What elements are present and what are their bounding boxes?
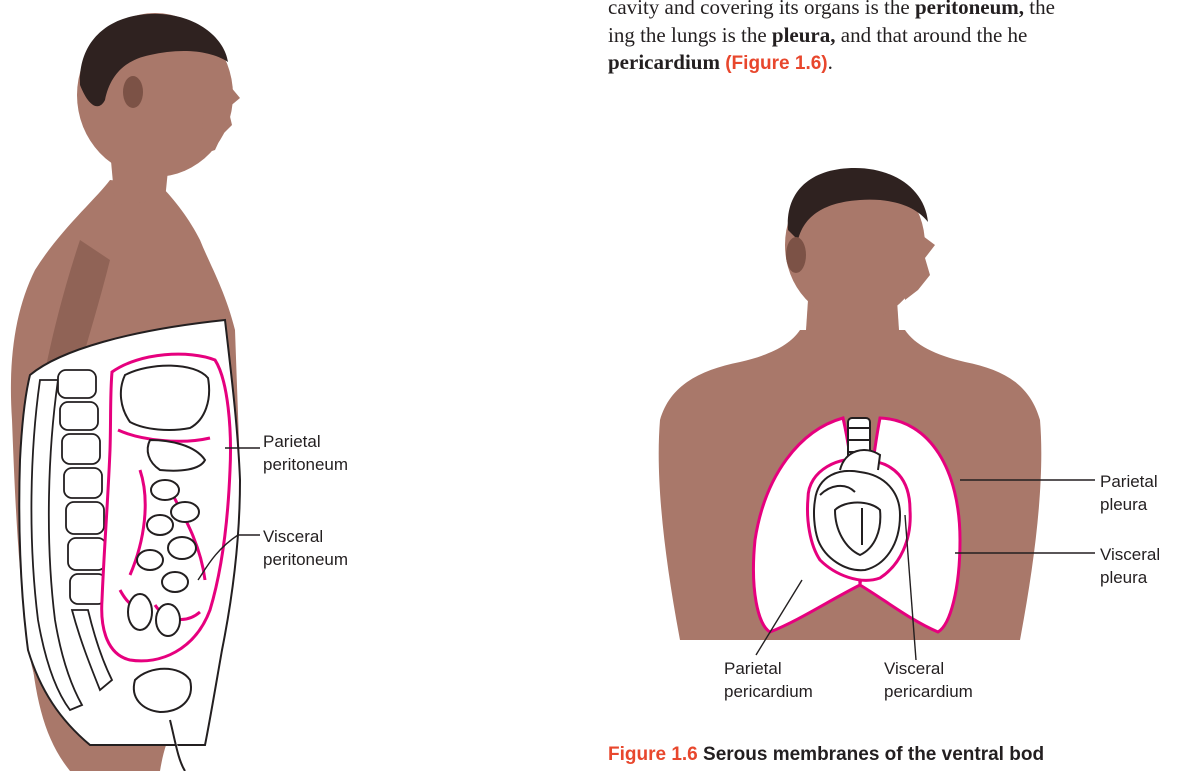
visceral-pericardium-label-2: pericardium xyxy=(884,682,973,701)
parietal-pleura-label-1: Parietal xyxy=(1100,472,1158,491)
front-ear xyxy=(786,237,806,273)
parietal-peritoneum-label-2: peritoneum xyxy=(263,455,348,474)
front-face-profile xyxy=(900,230,935,300)
parietal-peritoneum-label-1: Parietal xyxy=(263,432,321,451)
visceral-pericardium-label-1: Visceral xyxy=(884,659,944,678)
parietal-pleura-label-2: pleura xyxy=(1100,495,1148,514)
visceral-pleura-label-2: pleura xyxy=(1100,568,1148,587)
parietal-pericardium-label-1: Parietal xyxy=(724,659,782,678)
side-view-figure xyxy=(11,13,260,771)
figure-caption-text: Serous membranes of the ventral bod xyxy=(703,744,1044,765)
side-ear xyxy=(123,76,143,108)
visceral-peritoneum-label-2: peritoneum xyxy=(263,550,348,569)
body-text-line-3: pericardium (Figure 1.6). xyxy=(608,50,833,74)
body-text: cavity and covering its organs is the pe… xyxy=(608,0,1055,74)
parietal-pericardium-label-2: pericardium xyxy=(724,682,813,701)
abdomen-labels: Parietal peritoneum Visceral peritoneum xyxy=(263,432,348,569)
visceral-peritoneum-label-1: Visceral xyxy=(263,527,323,546)
figure-number: Figure 1.6 xyxy=(608,744,698,765)
body-text-line-1: cavity and covering its organs is the pe… xyxy=(608,0,1055,19)
front-view-figure xyxy=(659,168,1095,660)
figure-caption: Figure 1.6 Serous membranes of the ventr… xyxy=(608,744,1044,765)
visceral-pleura-label-1: Visceral xyxy=(1100,545,1160,564)
body-text-line-2: ing the lungs is the pleura, and that ar… xyxy=(608,23,1027,47)
